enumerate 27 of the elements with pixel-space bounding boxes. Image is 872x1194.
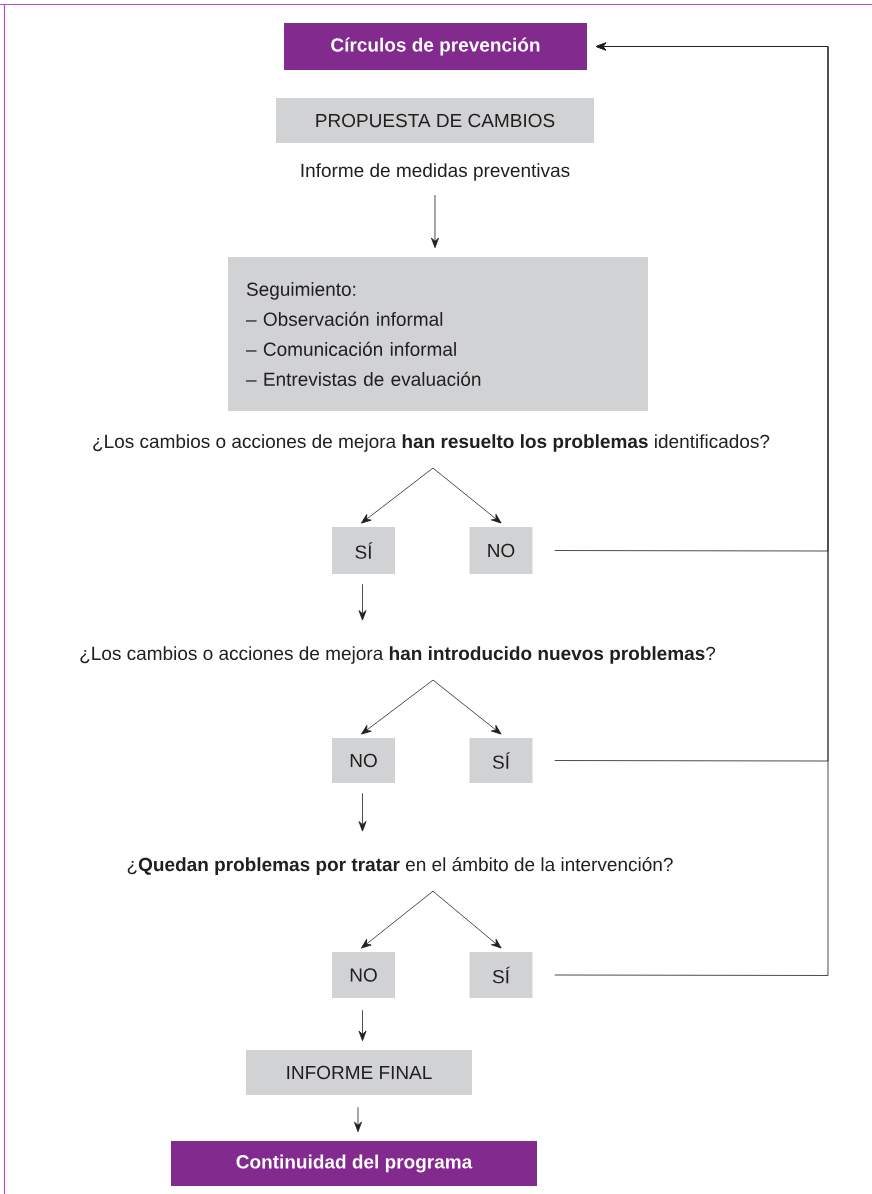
process-box: INFORME FINAL bbox=[246, 1050, 472, 1095]
process-box: SÍ bbox=[469, 952, 533, 998]
process-box: SÍ bbox=[332, 527, 395, 574]
arrow bbox=[432, 890, 502, 949]
process-box: NO bbox=[469, 527, 533, 574]
process-box: NO bbox=[332, 738, 395, 783]
process-box: NO bbox=[332, 952, 395, 998]
list-box: Seguimiento: – Observación informal – Comunicación informal – Entrevistas de evaluación bbox=[228, 257, 648, 411]
header-box: Continuidad del programa bbox=[171, 1141, 537, 1186]
header-box: Círculos de prevención bbox=[284, 23, 587, 70]
arrow bbox=[361, 679, 434, 735]
arrow bbox=[358, 1009, 367, 1042]
process-box: SÍ bbox=[469, 738, 533, 783]
arrow bbox=[354, 1106, 362, 1133]
process-box: PROPUESTA DE CAMBIOS bbox=[276, 98, 594, 143]
arrow bbox=[432, 467, 502, 524]
feedback-arrow bbox=[554, 42, 829, 976]
arrow bbox=[358, 583, 367, 621]
arrow bbox=[432, 679, 502, 735]
arrow bbox=[361, 467, 434, 524]
arrow bbox=[431, 194, 439, 249]
question-text: ¿Los cambios o acciones de mejora han introducido nuevos problemas? bbox=[80, 646, 716, 664]
question-text: Informe de medidas preventivas bbox=[301, 163, 570, 181]
arrow bbox=[358, 792, 367, 832]
arrow bbox=[361, 890, 434, 949]
question-text: ¿Los cambios o acciones de mejora han resuelto los problemas identificados? bbox=[93, 434, 770, 452]
question-text: ¿Quedan problemas por tratar en el ámbito de la intervención? bbox=[127, 857, 673, 875]
